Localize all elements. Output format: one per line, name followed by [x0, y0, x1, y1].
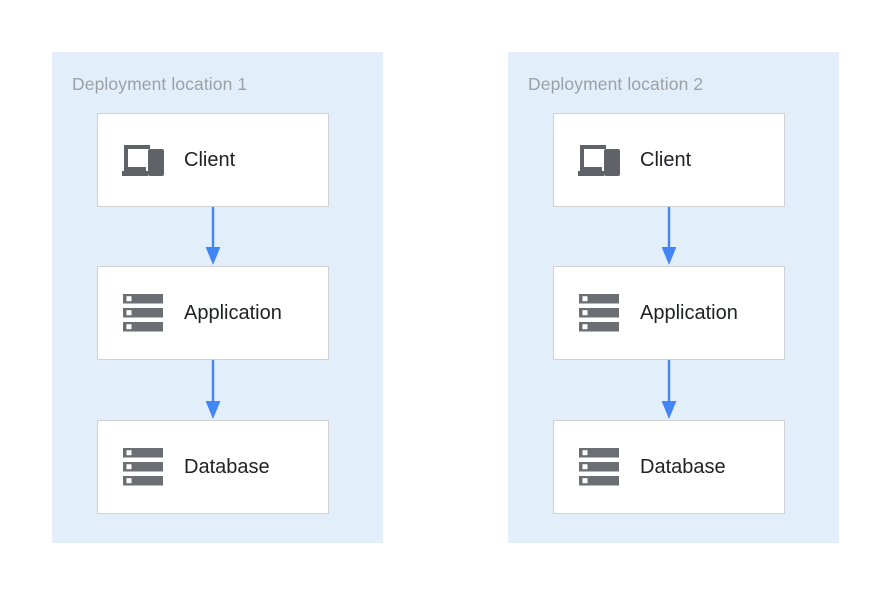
- devices-icon: [576, 137, 622, 183]
- node-application[interactable]: Application: [553, 266, 785, 360]
- node-label: Client: [640, 149, 692, 171]
- node-database[interactable]: Database: [553, 420, 785, 514]
- node-application[interactable]: Application: [97, 266, 329, 360]
- devices-icon: [120, 137, 166, 183]
- node-label: Database: [184, 456, 270, 478]
- arrow-application-to-database: [661, 360, 677, 420]
- arrow-client-to-application: [661, 207, 677, 266]
- node-label: Database: [640, 456, 726, 478]
- zone-title: Deployment location 2: [528, 74, 704, 94]
- arrow-client-to-application: [205, 207, 221, 266]
- server-stack-icon: [576, 290, 622, 336]
- node-label: Client: [184, 149, 236, 171]
- zone-title: Deployment location 1: [72, 74, 248, 94]
- node-client[interactable]: Client: [97, 113, 329, 207]
- server-stack-icon: [576, 444, 622, 490]
- deployment-location-1-zone: Deployment location 1 Client: [52, 52, 383, 543]
- server-stack-icon: [120, 290, 166, 336]
- node-label: Application: [184, 302, 282, 324]
- node-database[interactable]: Database: [97, 420, 329, 514]
- server-stack-icon: [120, 444, 166, 490]
- arrow-application-to-database: [205, 360, 221, 420]
- node-client[interactable]: Client: [553, 113, 785, 207]
- deployment-location-2-zone: Deployment location 2 Client: [508, 52, 839, 543]
- node-label: Application: [640, 302, 738, 324]
